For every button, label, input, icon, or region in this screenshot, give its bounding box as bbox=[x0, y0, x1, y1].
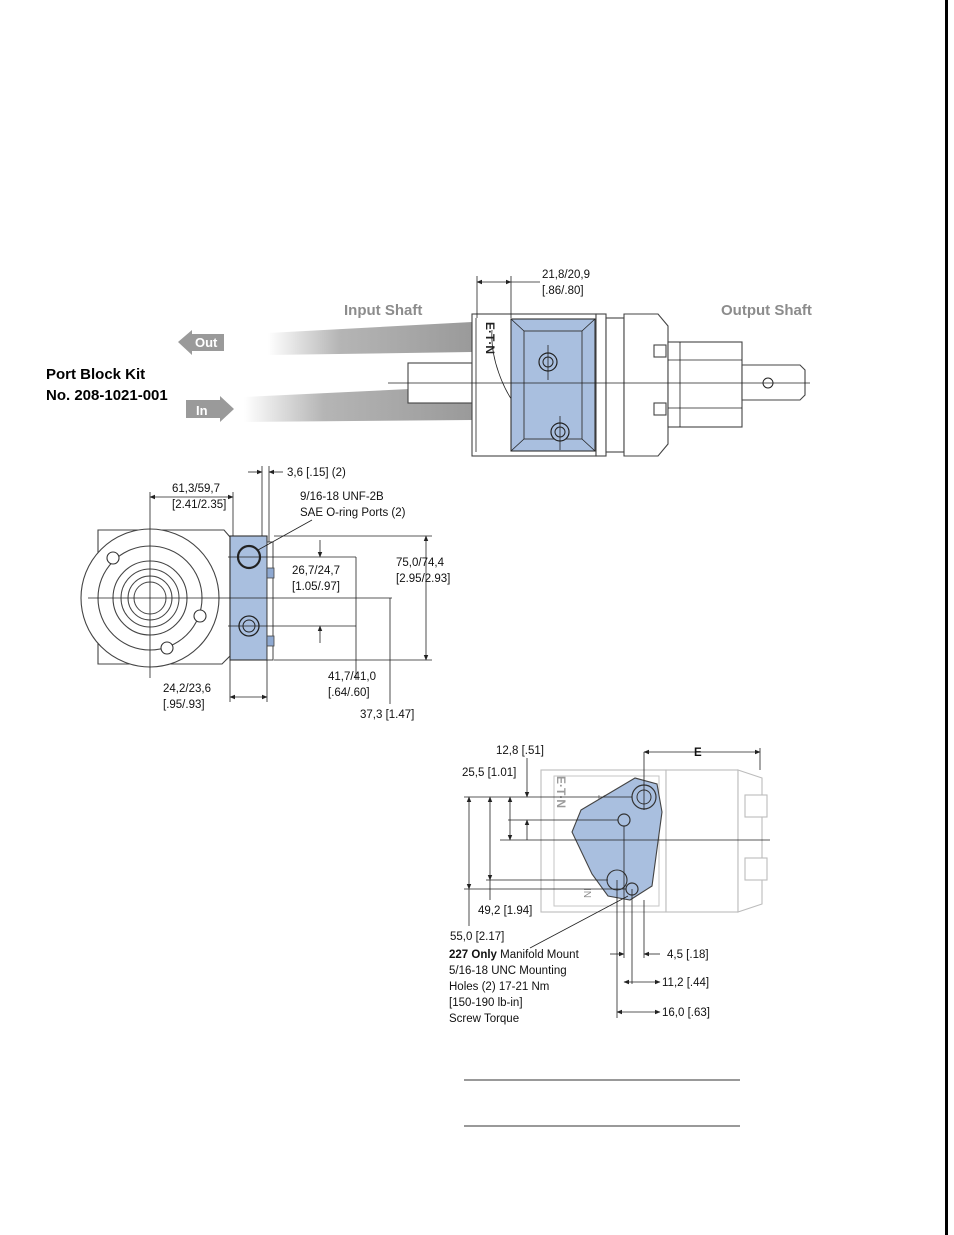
port-note-line2: SAE O-ring Ports (2) bbox=[300, 507, 406, 519]
out-arrow-icon: Out bbox=[178, 330, 224, 355]
dim-block-width-inch: [.95/.93] bbox=[163, 699, 205, 711]
dim-offset-inch: [.86/.80] bbox=[542, 285, 584, 297]
dim-center-inch: [.64/.60] bbox=[328, 687, 370, 699]
dim-port-spacing-inch: [1.05/.97] bbox=[292, 581, 340, 593]
page-edge-rule bbox=[945, 0, 948, 1235]
bolt-hole bbox=[193, 609, 207, 623]
manifold-note-line3: Holes (2) 17-21 Nm bbox=[449, 981, 549, 993]
in-arrow-icon: In bbox=[186, 396, 234, 422]
out-flow-band bbox=[268, 322, 472, 355]
in-port-tag: IN bbox=[581, 888, 592, 898]
port-block-kit-title: Port Block Kit No. 208-1021-001 bbox=[46, 366, 168, 404]
dim-c: 49,2 [1.94] bbox=[478, 905, 532, 917]
port-note-leader bbox=[257, 519, 313, 551]
kit-title-line2: No. 208-1021-001 bbox=[46, 387, 168, 404]
manifold-note-line2: 5/16-18 UNC Mounting bbox=[449, 965, 567, 977]
dim-block-width: 24,2/23,6 bbox=[163, 683, 211, 695]
dim-g: 11,2 [.44] bbox=[662, 977, 709, 989]
manifold-logo: E·T·N bbox=[554, 776, 568, 808]
manifold-note-line1: 227 Only Manifold Mount bbox=[449, 949, 580, 961]
note-line1-rest: Manifold Mount bbox=[497, 949, 580, 961]
dim-center: 41,7/41,0 bbox=[328, 671, 376, 683]
bolt-hole bbox=[106, 551, 120, 565]
dim-base: 37,3 [1.47] bbox=[360, 709, 414, 721]
top-view: Input Shaft Output Shaft Out In E bbox=[178, 269, 812, 457]
dim-height: 75,0/74,4 bbox=[396, 557, 445, 569]
bolt-hole bbox=[160, 641, 174, 655]
dim-port-spacing: 26,7/24,7 bbox=[292, 565, 340, 577]
eaton-logo: E·T·N bbox=[483, 322, 497, 354]
dim-a: 12,8 [.51] bbox=[496, 745, 544, 757]
note-bold: 227 Only bbox=[449, 949, 498, 961]
output-shaft-label: Output Shaft bbox=[721, 302, 812, 319]
input-shaft-label: Input Shaft bbox=[344, 302, 422, 319]
port-note-line1: 9/16-18 UNF-2B bbox=[300, 491, 384, 503]
dim-e: E bbox=[694, 747, 702, 759]
manifold-note-line5: Screw Torque bbox=[449, 1013, 519, 1025]
dim-width-inch: [2.41/2.35] bbox=[172, 499, 226, 511]
manifold-view: E·T·N OUT IN E 12,8 [.51] 25,5 [1.01] 49… bbox=[449, 745, 770, 1025]
dim-width: 61,3/59,7 bbox=[172, 483, 220, 495]
dim-h: 16,0 [.63] bbox=[662, 1007, 710, 1019]
end-view: 3,6 [.15] (2) 61,3/59,7 [2.41/2.35] 9/16… bbox=[80, 466, 450, 721]
dim-d: 55,0 [2.17] bbox=[450, 931, 504, 943]
in-arrow-label: In bbox=[196, 403, 208, 418]
dim-f: 4,5 [.18] bbox=[667, 949, 709, 961]
out-arrow-label: Out bbox=[195, 335, 218, 350]
dim-offset: 21,8/20,9 bbox=[542, 269, 590, 281]
dim-gap: 3,6 [.15] (2) bbox=[287, 467, 346, 479]
manifold-note-leader bbox=[529, 895, 629, 949]
manifold-note-line4: [150-190 lb-in] bbox=[449, 997, 523, 1009]
dim-b: 25,5 [1.01] bbox=[462, 767, 516, 779]
output-shaft bbox=[667, 341, 743, 428]
output-flange bbox=[623, 313, 669, 457]
kit-title-line1: Port Block Kit bbox=[46, 366, 145, 383]
dim-height-inch: [2.95/2.93] bbox=[396, 573, 450, 585]
